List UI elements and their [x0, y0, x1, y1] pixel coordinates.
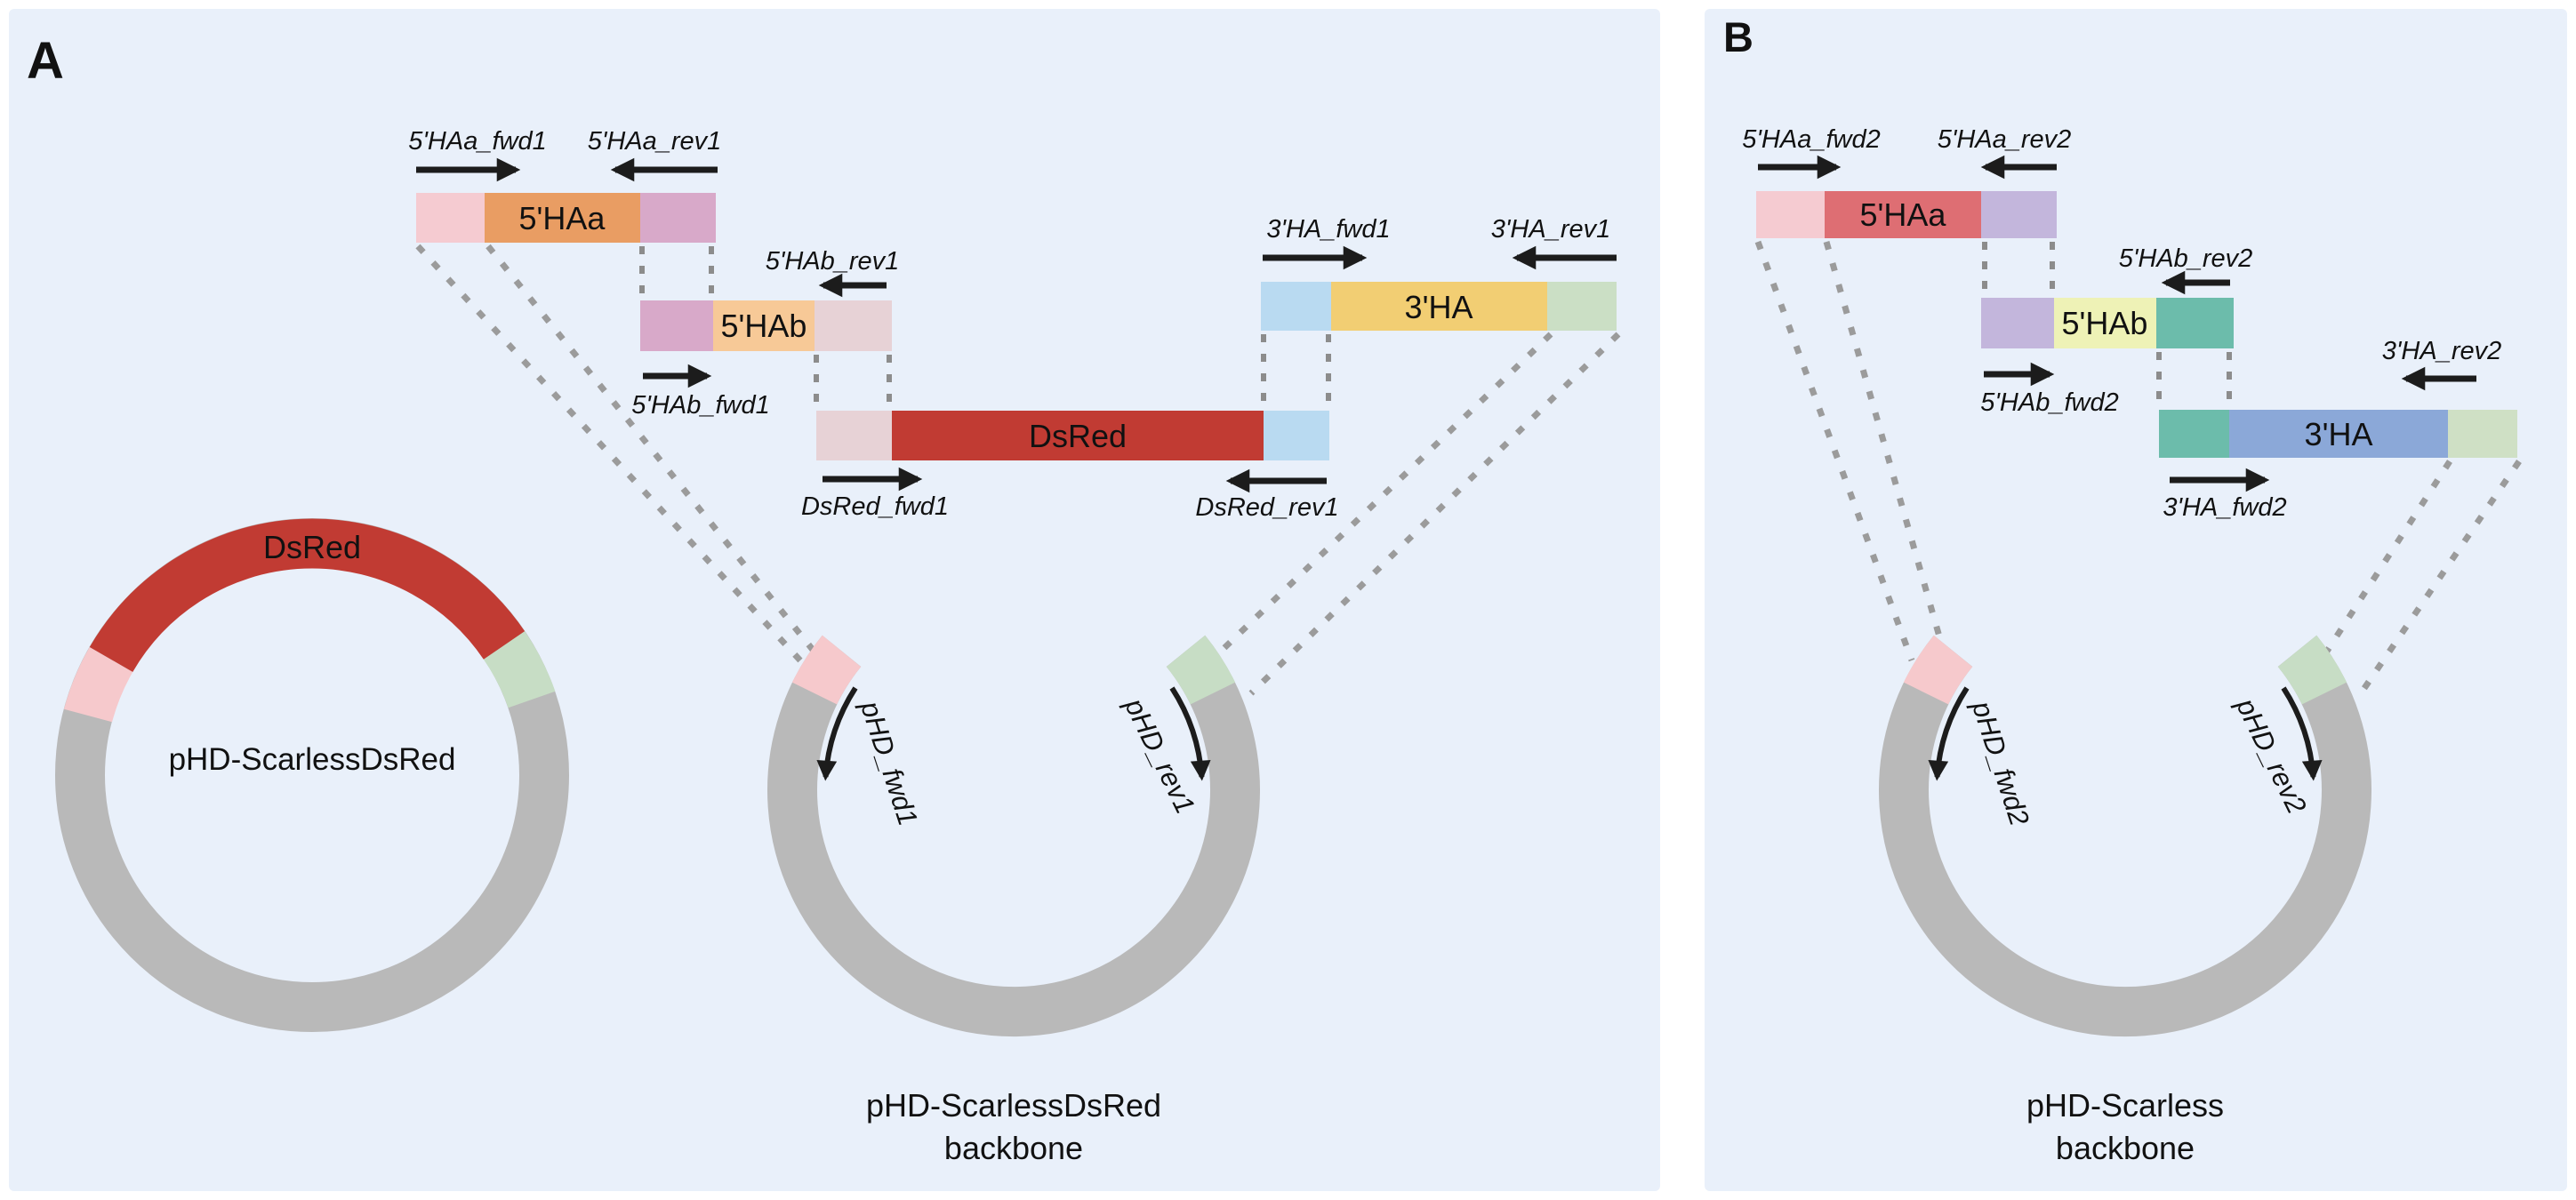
b-diag-pink-inner	[1823, 241, 1957, 687]
a-plasmid-gene-label: DsRed	[263, 529, 361, 565]
a-5haa-right-overlap-block	[640, 193, 716, 243]
b-5hab-right-overlap-block	[2156, 298, 2234, 348]
a-5hab-block-label: 5'HAb	[721, 308, 807, 344]
a-dashed-connectors	[415, 244, 1621, 696]
a-diag-green-inner	[1248, 332, 1621, 696]
a-dsred-rev-primer-label: DsRed_rev1	[1195, 493, 1338, 522]
b-backbone-pink-tip	[1903, 635, 1973, 705]
a-backbone-fwd-arrow	[816, 686, 858, 781]
b-backbone-fwd-arrow	[1928, 686, 1970, 781]
b-5haa-fwd-primer-label: 5'HAa_fwd2	[1742, 125, 1880, 154]
a-dsred-fwd-primer-label: DsRed_fwd1	[801, 492, 949, 521]
a-diag-pink-inner	[486, 244, 845, 689]
a-plasmid-dsred-arc	[89, 518, 526, 673]
b-diag-green-inner	[2358, 460, 2522, 695]
a-dsred-block-label: DsRed	[1029, 418, 1127, 454]
b-dashed-connectors	[1754, 240, 2522, 695]
a-plasmid-pink-arc	[63, 647, 133, 723]
b-3ha-core-block	[2229, 410, 2448, 458]
a-5hab-rev-primer-label: 5'HAb_rev1	[766, 247, 900, 276]
a-5hab-left-overlap-block	[640, 300, 713, 351]
b-backbone-rev-arrow	[2281, 686, 2323, 781]
a-5haa-block-label: 5'HAa	[519, 200, 606, 236]
panel-b-label: B	[1723, 13, 1753, 60]
a-fragment-3ha: 3'HA 3'HA_fwd1 3'HA_rev1	[1261, 215, 1617, 331]
a-diag-pink-outer	[415, 244, 803, 663]
a-3ha-core-block	[1331, 282, 1547, 331]
b-5haa-left-overlap-block	[1756, 191, 1825, 238]
b-backbone-ring	[1879, 635, 2371, 1037]
b-5hab-block-label: 5'HAb	[2062, 305, 2148, 341]
b-diag-green-outer	[2315, 460, 2452, 667]
a-3ha-left-overlap-block	[1261, 282, 1331, 331]
a-fragment-5haa: 5'HAa 5'HAa_fwd1 5'HAa_rev1	[408, 127, 721, 243]
a-5haa-core-block	[485, 193, 640, 243]
b-5haa-rev-primer-label: 5'HAa_rev2	[1938, 125, 2072, 154]
b-backbone-caption-line1: pHD-Scarless	[2026, 1087, 2224, 1124]
a-dsred-core-block	[892, 411, 1264, 460]
a-plasmid-green-arc	[483, 631, 556, 708]
b-5haa-right-overlap-block	[1981, 191, 2057, 238]
a-backbone-caption-line2: backbone	[944, 1130, 1083, 1166]
a-5hab-core-block	[713, 300, 815, 351]
a-backbone-ring	[767, 635, 1260, 1037]
a-backbone-pink-tip	[791, 635, 862, 705]
b-5haa-block-label: 5'HAa	[1860, 196, 1947, 233]
a-fragment-dsred: DsRed DsRed_fwd1 DsRed_rev1	[801, 411, 1339, 522]
a-5haa-left-overlap-block	[416, 193, 485, 243]
b-3ha-fwd-primer-label: 3'HA_fwd2	[2163, 493, 2286, 522]
a-fragment-5hab: 5'HAb 5'HAb_rev1 5'HAb_fwd1	[631, 247, 899, 420]
b-3ha-right-overlap-block	[2448, 410, 2517, 458]
a-dsred-left-overlap-block	[816, 411, 892, 460]
a-5hab-right-overlap-block	[815, 300, 892, 351]
b-3ha-block-label: 3'HA	[2305, 416, 2373, 452]
b-fragment-3ha: 3'HA 3'HA_rev2 3'HA_fwd2	[2159, 337, 2517, 522]
a-donor-plasmid: DsRed pHD-ScarlessDsRed	[55, 518, 569, 1032]
b-3ha-left-overlap-block	[2159, 410, 2229, 458]
b-5hab-rev-primer-label: 5'HAb_rev2	[2119, 244, 2253, 273]
panel-a-background	[9, 9, 1660, 1191]
panel-a: A 5'HAa 5'HAa_fwd1 5'HAa_rev1 5'HAb 5'HA…	[9, 9, 1660, 1191]
a-3ha-rev-primer-label: 3'HA_rev1	[1491, 215, 1611, 244]
a-backbone-caption-line1: pHD-ScarlessDsRed	[866, 1087, 1161, 1124]
b-5hab-fwd-primer-label: 5'HAb_fwd2	[1980, 388, 2118, 417]
a-5hab-fwd-primer-label: 5'HAb_fwd1	[631, 391, 769, 420]
a-plasmid-name: pHD-ScarlessDsRed	[169, 742, 456, 777]
a-5haa-rev-primer-label: 5'HAa_rev1	[588, 127, 722, 156]
b-backbone-caption-line2: backbone	[2056, 1130, 2195, 1166]
panel-a-label: A	[27, 32, 64, 90]
a-backbone-rev-arrow	[1169, 686, 1211, 781]
b-diag-pink-outer	[1754, 240, 1915, 662]
b-5hab-core-block	[2054, 298, 2156, 348]
b-5haa-core-block	[1825, 191, 1981, 238]
b-fragment-5hab: 5'HAb 5'HAb_rev2 5'HAb_fwd2	[1980, 244, 2252, 417]
a-5haa-fwd-primer-label: 5'HAa_fwd1	[408, 127, 546, 156]
b-3ha-rev-primer-label: 3'HA_rev2	[2382, 337, 2502, 365]
a-3ha-right-overlap-block	[1547, 282, 1617, 331]
panel-b: B 5'HAa 5'HAa_fwd2 5'HAa_rev2 5'HAb 5'HA…	[1705, 9, 2567, 1191]
a-backbone-green-tip	[1166, 635, 1236, 705]
a-3ha-fwd-primer-label: 3'HA_fwd1	[1266, 215, 1390, 244]
b-backbone-green-tip	[2277, 635, 2347, 705]
a-dsred-right-overlap-block	[1264, 411, 1329, 460]
b-fragment-5haa: 5'HAa 5'HAa_fwd2 5'HAa_rev2	[1742, 125, 2071, 238]
b-5hab-left-overlap-block	[1981, 298, 2054, 348]
a-3ha-block-label: 3'HA	[1405, 289, 1473, 325]
